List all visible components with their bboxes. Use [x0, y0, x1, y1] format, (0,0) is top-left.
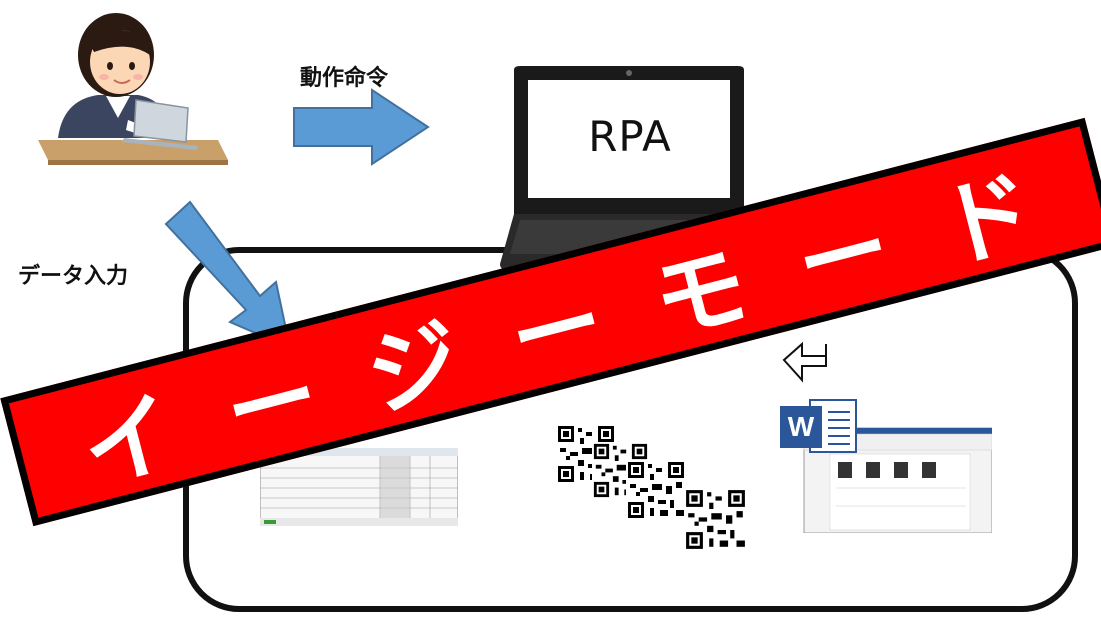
- word-document-icon: W: [780, 399, 992, 533]
- svg-text:W: W: [788, 411, 815, 442]
- laptop-screen-text: RPA: [588, 112, 672, 161]
- user-at-laptop-illustration: [38, 13, 228, 165]
- data-input-label: データ入力: [18, 264, 129, 289]
- qr-code-icon: [556, 424, 747, 551]
- right-arrow-icon: [293, 88, 430, 166]
- action-command-label: 動作命令: [300, 66, 389, 91]
- diagonal-arrow-icon: [164, 200, 292, 350]
- spreadsheet-screenshot: [260, 448, 458, 526]
- small-arrow-icon: [782, 341, 827, 383]
